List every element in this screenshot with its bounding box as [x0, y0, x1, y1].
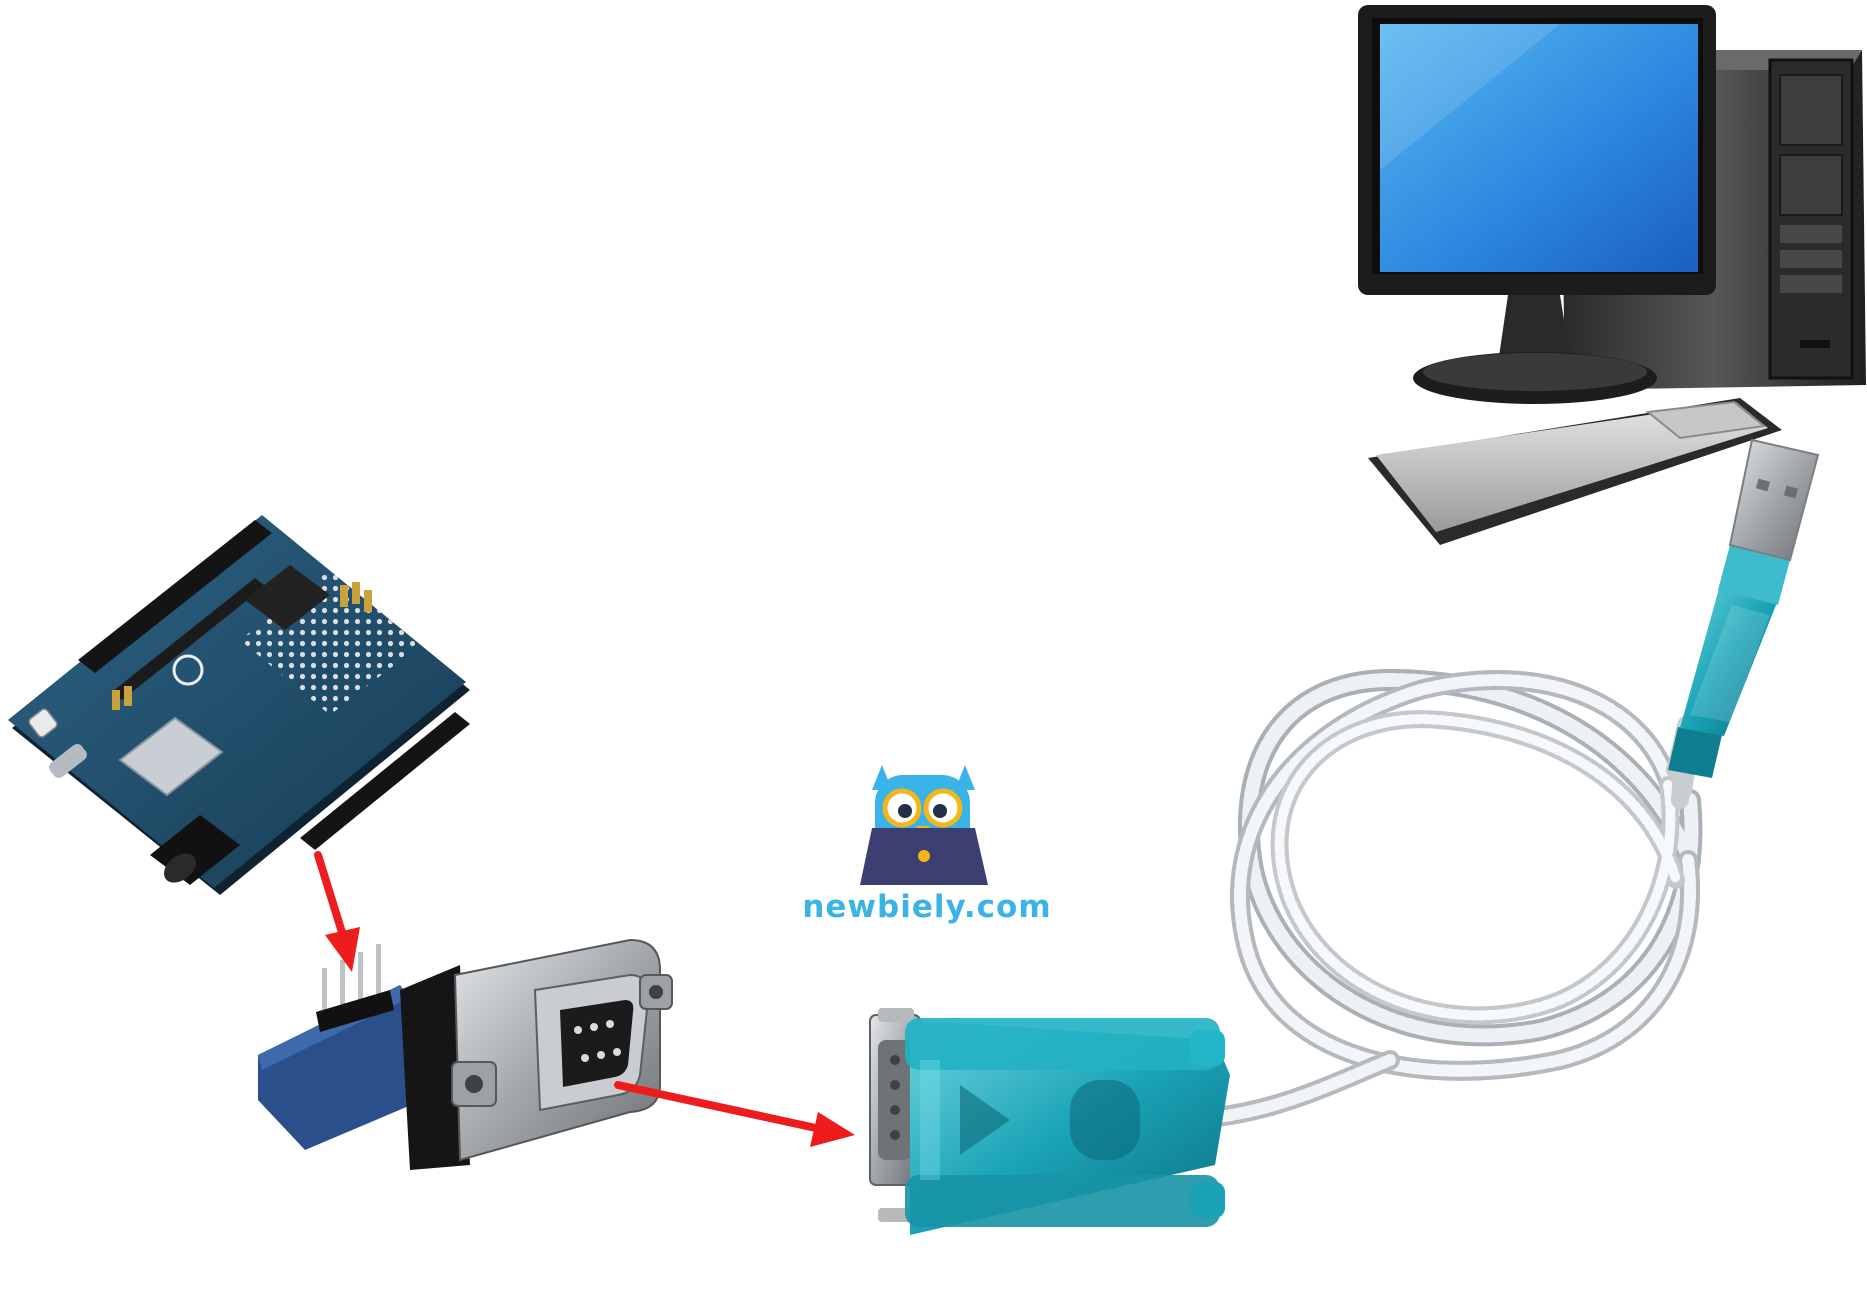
usb-c-port [49, 744, 87, 778]
arrow-module-to-adapter [614, 1081, 855, 1147]
laptop-icon [860, 828, 988, 885]
monitor-screen [1380, 24, 1698, 272]
newbiely-logo: newbiely.com [802, 765, 1051, 925]
keyboard [1368, 398, 1782, 545]
desktop-computer [1358, 5, 1866, 545]
standoff-screws [451, 974, 673, 1107]
usb-to-serial-cable [869, 438, 1820, 1235]
icsp-header [112, 582, 372, 710]
db9-female-holes [574, 1020, 621, 1062]
power-jack [150, 815, 240, 885]
reset-button [28, 708, 58, 738]
arduino-uno-r4-board [8, 515, 470, 895]
module-pin-header [316, 944, 394, 1032]
usb-plug [1668, 438, 1820, 799]
arrow-arduino-to-module [314, 851, 360, 972]
esp-module [118, 716, 224, 797]
cable-coil [1200, 668, 1703, 1128]
monitor [1358, 5, 1716, 404]
pin-headers [78, 520, 470, 850]
logo-text: newbiely.com [802, 889, 1051, 925]
ttl-to-rs232-module [258, 938, 673, 1170]
mcu-chip [245, 565, 330, 630]
db9-male-adapter [869, 1008, 1230, 1235]
